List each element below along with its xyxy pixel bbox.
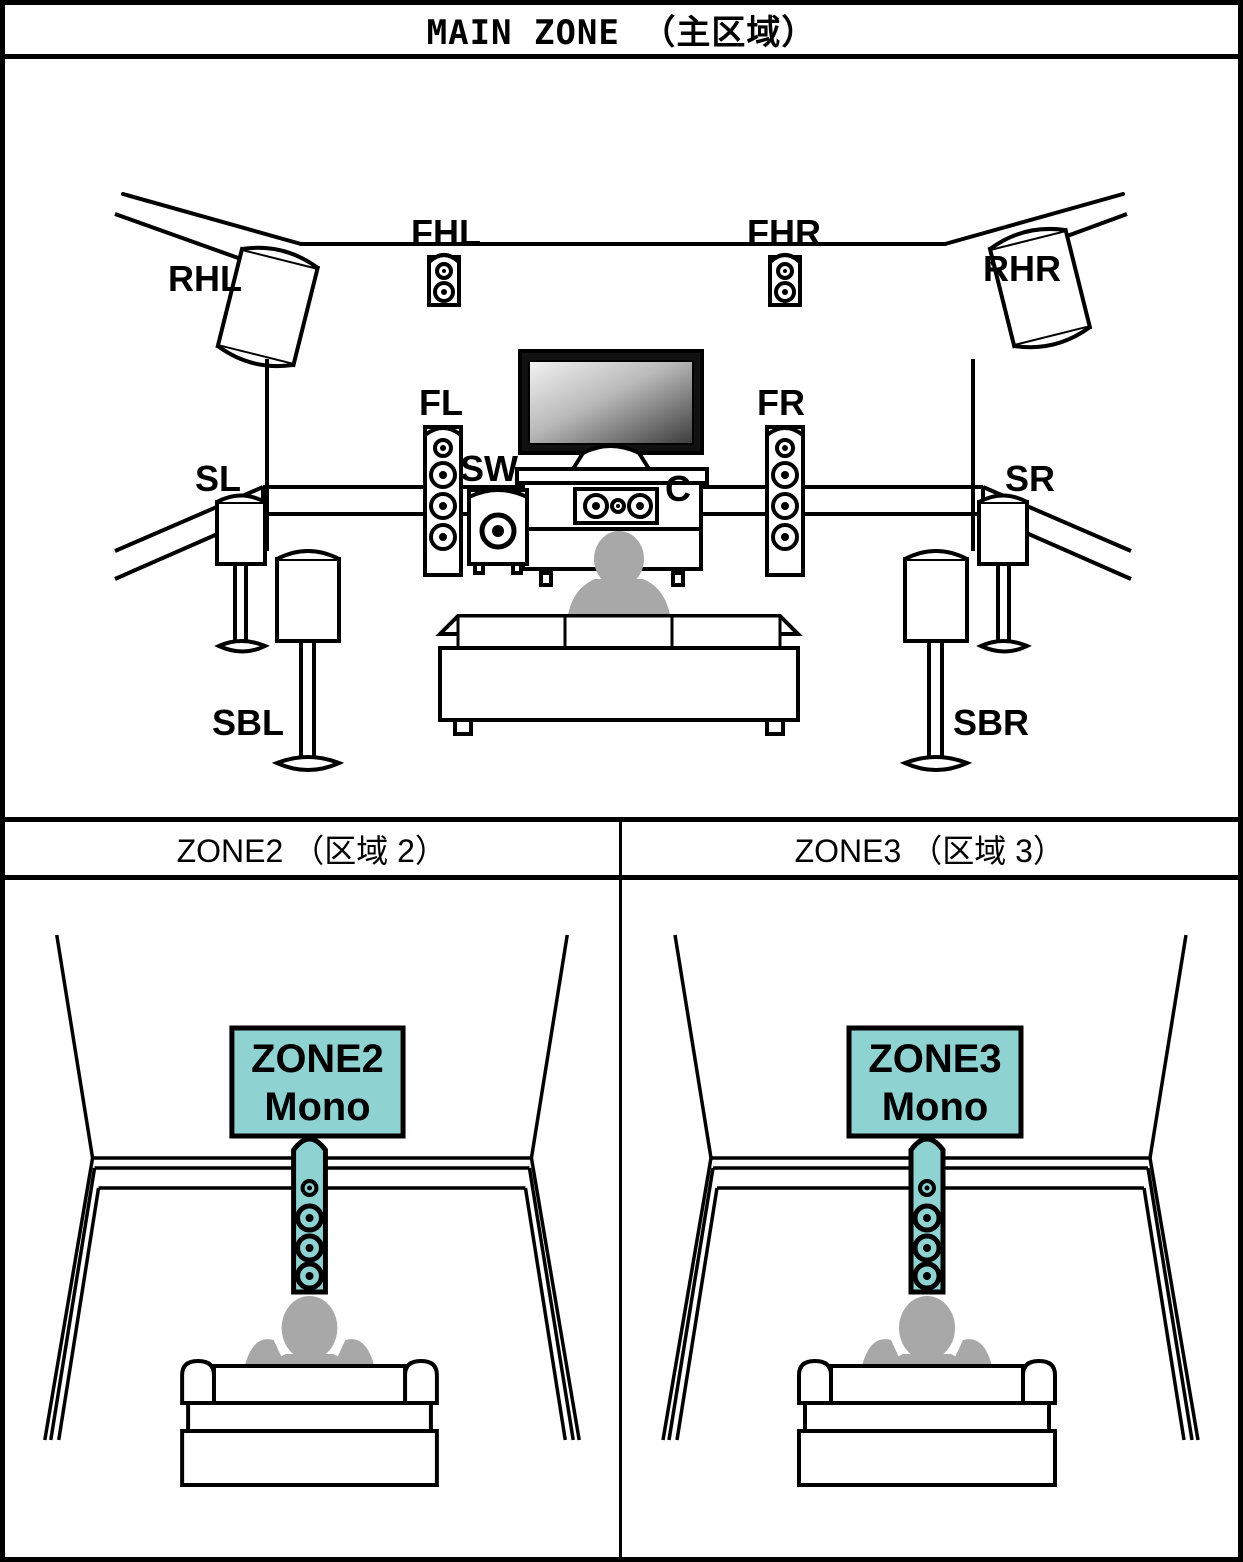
zone2-badge: ZONE2 Mono — [229, 1025, 406, 1139]
z3-wall-left-lower — [661, 1157, 713, 1441]
ceiling-edge-right — [943, 192, 1125, 246]
zone3-badge: ZONE3 Mono — [846, 1025, 1024, 1139]
zone2-badge-line1: ZONE2 — [251, 1037, 384, 1081]
zone3-badge-line2: Mono — [882, 1085, 989, 1129]
z3-wall-right-lower2 — [1146, 1167, 1194, 1441]
zone3-room-illustration: ZONE3 Mono — [625, 880, 1238, 1557]
z3-wall-left-base — [675, 1187, 719, 1441]
zone3-header: ZONE3 （区域 3） — [622, 822, 1239, 875]
label-c: C — [665, 468, 691, 509]
z2-wall-right-upper — [529, 934, 569, 1159]
zone3-speaker — [908, 1136, 946, 1295]
z2-wall-left-lower — [43, 1157, 95, 1441]
label-rhl: RHL — [168, 258, 242, 299]
main-zone-room-illustration: RHL RHR FHL — [5, 59, 1238, 817]
speaker-sr — [976, 493, 1032, 654]
zone2-sofa — [180, 1358, 439, 1487]
zone3-room-svg: ZONE3 Mono — [661, 934, 1200, 1487]
z3-wall-left-lower2 — [667, 1167, 715, 1441]
speaker-rhl — [114, 212, 321, 551]
z3-wall-left-upper — [673, 934, 713, 1159]
label-fl: FL — [419, 382, 463, 423]
zone3-sofa — [797, 1358, 1057, 1487]
speaker-sl — [214, 493, 270, 654]
speaker-center — [573, 487, 659, 525]
zone2-header: ZONE2 （区域 2） — [5, 822, 622, 875]
label-fhr: FHR — [747, 212, 821, 253]
zone2-title: ZONE2 （区域 2） — [176, 832, 447, 869]
speaker-rhr — [971, 212, 1128, 551]
z2-wall-left-base — [57, 1187, 101, 1441]
z3-wall-right-upper — [1148, 934, 1188, 1159]
z2-wall-left-lower2 — [49, 1167, 97, 1441]
z2-wall-right-lower2 — [527, 1167, 575, 1441]
main-room-svg: RHL RHR FHL — [114, 192, 1132, 772]
speaker-fhl — [427, 253, 461, 307]
z2-wall-right-base — [523, 1187, 567, 1441]
television — [518, 349, 704, 471]
zone2-badge-line2: Mono — [264, 1085, 370, 1129]
label-sr: SR — [1005, 458, 1055, 499]
z2-wall-left-upper — [55, 934, 95, 1159]
speaker-fhr — [768, 253, 802, 307]
speaker-sbl — [271, 549, 345, 772]
zone2-speaker — [291, 1136, 328, 1295]
speaker-sbr — [899, 549, 973, 772]
label-sw: SW — [460, 448, 518, 489]
z3-wall-right-base — [1142, 1187, 1186, 1441]
speaker-fr — [765, 425, 805, 577]
zone3-badge-line1: ZONE3 — [868, 1037, 1001, 1081]
label-fhl: FHL — [411, 212, 481, 253]
zone-subheader-row: ZONE2 （区域 2） ZONE3 （区域 3） — [5, 817, 1238, 880]
z3-wall-right-lower — [1148, 1157, 1200, 1441]
z2-wall-right-lower — [529, 1157, 581, 1441]
zone2-room-svg: ZONE2 Mono — [43, 934, 581, 1487]
label-rhr: RHR — [983, 248, 1061, 289]
label-sbr: SBR — [953, 702, 1029, 743]
label-fr: FR — [757, 382, 805, 423]
label-sbl: SBL — [212, 702, 284, 743]
speaker-fl — [423, 425, 463, 577]
zone2-room-illustration: ZONE2 Mono — [5, 880, 622, 1557]
label-sl: SL — [195, 458, 241, 499]
tv-stand — [569, 444, 653, 471]
ceiling-edge-left — [121, 192, 303, 246]
listener-figure — [567, 531, 671, 621]
main-zone-title: MAIN ZONE （主区域） — [426, 13, 817, 53]
main-zone-header: MAIN ZONE （主区域） — [5, 5, 1238, 59]
main-sofa — [435, 614, 803, 736]
zone3-title: ZONE3 （区域 3） — [794, 832, 1065, 869]
speaker-subwoofer — [467, 488, 529, 575]
